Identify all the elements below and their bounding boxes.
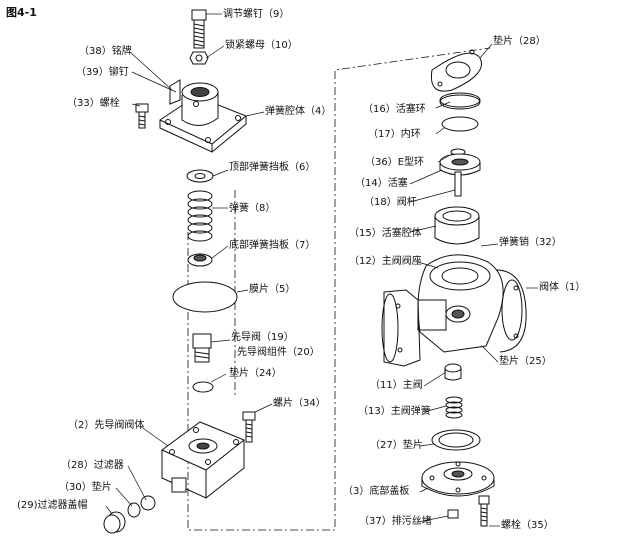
spring-part bbox=[187, 190, 213, 242]
label-bolt-35: 螺栓（35） bbox=[501, 520, 554, 531]
label-nameplate: （38）铭牌 bbox=[79, 46, 132, 57]
lock-nut-part bbox=[189, 51, 209, 65]
label-e-ring: （36）E型环 bbox=[365, 157, 425, 168]
label-piston: （14）活塞 bbox=[355, 178, 408, 189]
main-valve-part bbox=[444, 363, 462, 381]
label-diaphragm: 膜片（5） bbox=[249, 284, 296, 295]
label-inner-ring: （17）内环 bbox=[368, 129, 421, 140]
valve-body-part bbox=[381, 254, 527, 367]
stem-part bbox=[454, 171, 462, 197]
screw-34-part bbox=[242, 411, 256, 443]
label-spring: 弹簧（8） bbox=[229, 203, 276, 214]
top-spring-seat-part bbox=[186, 169, 214, 183]
pilot-valve-part bbox=[192, 333, 212, 363]
label-bottom-spring-seat: 底部弹簧挡板（7） bbox=[229, 240, 316, 251]
piston-ring-part bbox=[439, 92, 481, 108]
diagram-title: 图4-1 bbox=[6, 6, 37, 19]
piston-part bbox=[439, 153, 481, 176]
bolt-33-part bbox=[135, 103, 149, 129]
label-pilot-body: （2）先导阀阀体 bbox=[68, 420, 145, 431]
label-adjusting-screw: 调节螺钉（9） bbox=[223, 9, 290, 20]
label-screw-34: 螺片（34） bbox=[273, 398, 326, 409]
label-top-spring-seat: 顶部弹簧挡板（6） bbox=[229, 162, 316, 173]
label-rivet: （39）铆钉 bbox=[76, 67, 129, 78]
label-lock-nut: 锁紧螺母（10） bbox=[225, 40, 298, 51]
label-main-spring: （13）主阀弹簧 bbox=[358, 406, 431, 417]
label-gasket-30: （30）垫片 bbox=[59, 482, 112, 493]
gasket-30-part bbox=[127, 502, 141, 518]
main-spring-part bbox=[445, 396, 463, 419]
label-drain-plug: （37）排污丝堵 bbox=[359, 516, 432, 527]
label-piston-ring: （16）活塞环 bbox=[363, 104, 426, 115]
label-pilot-valve: 先导阀（19） bbox=[231, 332, 294, 343]
gasket-24-part bbox=[192, 381, 214, 393]
label-gasket-27: （27）垫片 bbox=[370, 440, 423, 451]
gasket-27-part bbox=[431, 429, 481, 451]
bottom-cover-part bbox=[421, 461, 495, 497]
label-gasket-28: 垫片（28） bbox=[493, 36, 546, 47]
label-pilot-assembly: 先导阀组件（20） bbox=[237, 347, 320, 358]
label-main-valve: （11）主阀 bbox=[370, 380, 423, 391]
filter-part bbox=[140, 495, 156, 511]
filter-cap-part bbox=[103, 511, 126, 534]
label-filter-cap: (29)过滤器盖帽 bbox=[17, 500, 88, 511]
label-bolt-33: （33）螺栓 bbox=[67, 98, 120, 109]
piston-housing-part bbox=[434, 206, 480, 245]
pilot-body-part bbox=[161, 421, 245, 499]
inner-ring-part bbox=[441, 116, 479, 132]
drain-plug-part bbox=[447, 509, 459, 519]
adjusting-screw-part bbox=[191, 9, 207, 49]
label-valve-body: 阀体（1） bbox=[539, 282, 586, 293]
label-spring-pin: 弹簧销（32） bbox=[499, 237, 562, 248]
gasket-28-part bbox=[430, 52, 482, 92]
label-filter: （28）过滤器 bbox=[61, 460, 124, 471]
nameplate-part bbox=[169, 79, 181, 105]
label-bottom-cover: （3）底部盖板 bbox=[343, 486, 410, 497]
label-spring-chamber: 弹簧腔体（4） bbox=[265, 106, 332, 117]
label-stem: （18）阀杆 bbox=[364, 197, 417, 208]
label-main-valve-seat: （12）主阀阀座 bbox=[349, 256, 422, 267]
label-gasket-24: 垫片（24） bbox=[229, 368, 282, 379]
label-gasket-25: 垫片（25） bbox=[499, 356, 552, 367]
bolt-35-part bbox=[478, 495, 490, 527]
diaphragm-part bbox=[172, 281, 238, 313]
spring-chamber-part bbox=[158, 82, 247, 153]
leader-lines bbox=[105, 13, 538, 527]
label-piston-housing: （15）活塞腔体 bbox=[349, 228, 422, 239]
